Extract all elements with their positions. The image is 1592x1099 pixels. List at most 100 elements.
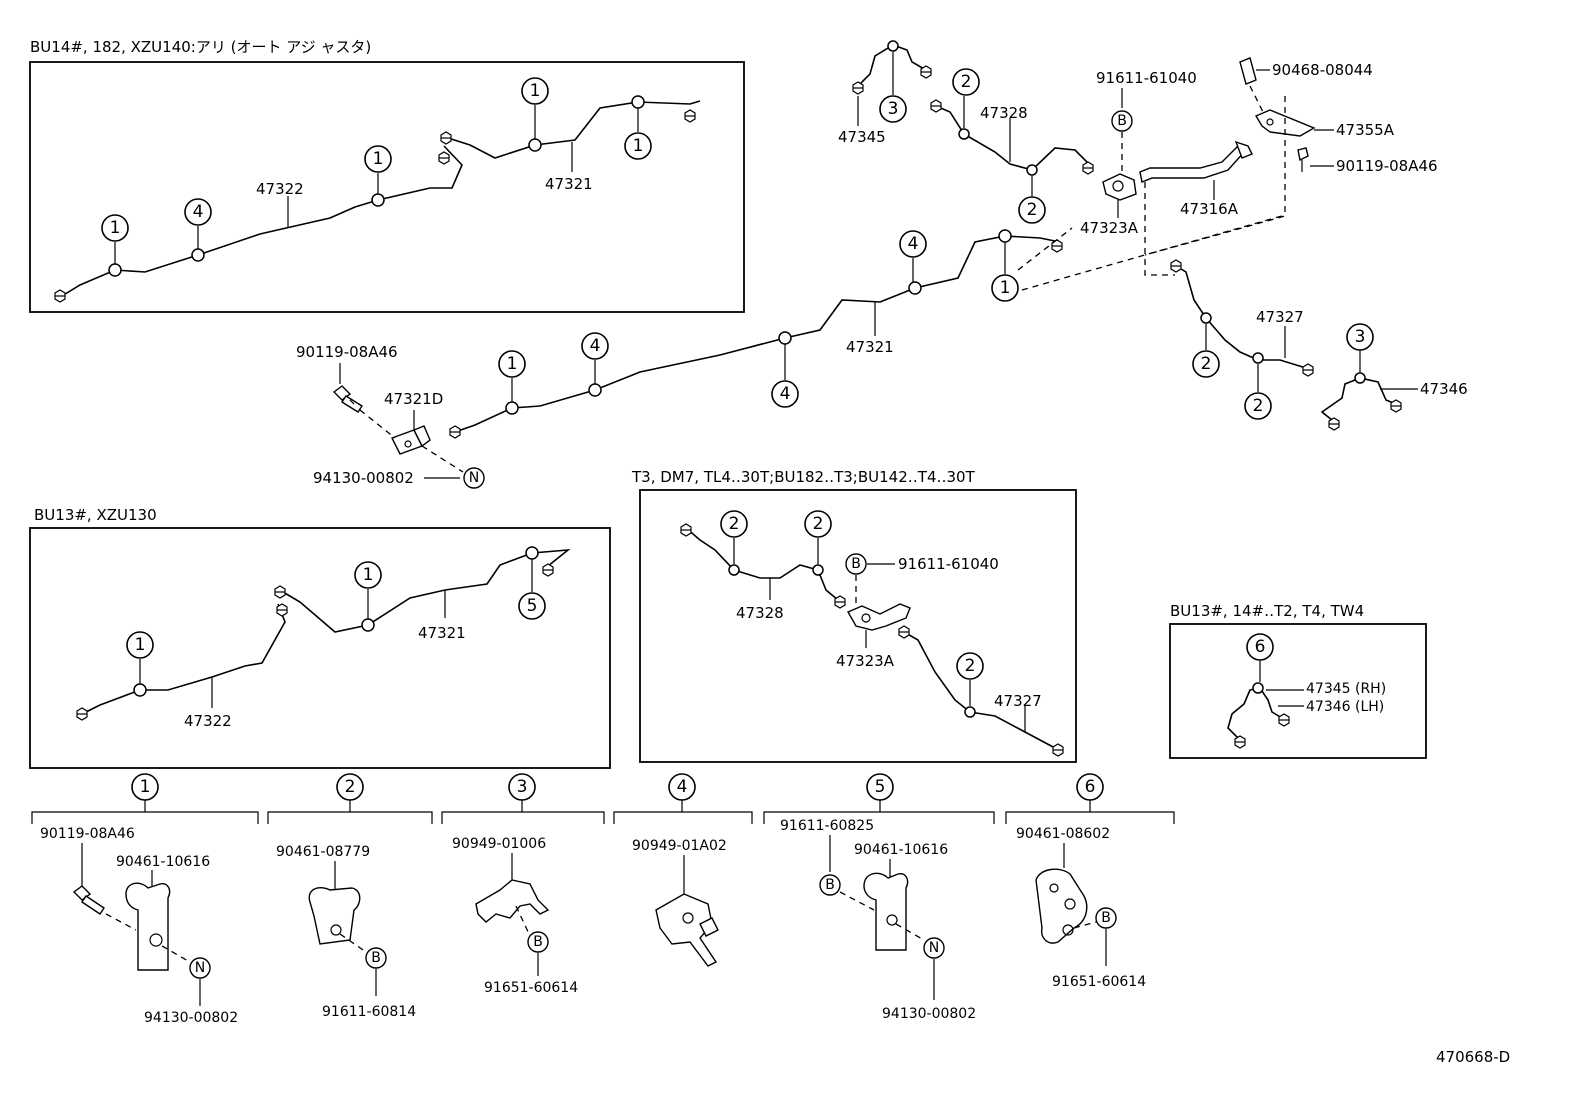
part-number-90949-01a02-detail: 90949-01A02	[632, 838, 727, 854]
clamp-node	[361, 618, 375, 632]
inset-label-bu14: BU14#, 182, XZU140:アリ (オート アジ ャスタ)	[30, 38, 371, 56]
clamp-node	[1252, 682, 1264, 694]
part-number-90119-08a46: 90119-08A46	[296, 343, 398, 361]
callout-2: 2	[729, 514, 740, 534]
brake-pipe-47327-t3	[903, 631, 1056, 749]
bolt-90119-08a46-top	[1297, 147, 1309, 172]
clamp-node	[528, 138, 542, 152]
clamp-node	[958, 128, 970, 140]
callout-1-detail: 1	[140, 777, 151, 797]
part-number-90461-08602-detail: 90461-08602	[1016, 826, 1110, 842]
part-number-91611-61040-t3: 91611-61040	[898, 555, 999, 573]
clamp-node	[1200, 312, 1212, 324]
part-number-94130-00802-detail1: 94130-00802	[144, 1010, 238, 1026]
callout-1: 1	[530, 81, 541, 101]
part-number-94130-00802-detail5: 94130-00802	[882, 1006, 976, 1022]
part-number-47323a-t3: 47323A	[836, 652, 895, 670]
bracket-47321d	[391, 425, 431, 455]
part-number-91611-60825-detail: 91611-60825	[780, 818, 874, 834]
part-number-94130-00802: 94130-00802	[313, 469, 414, 487]
part-number-91611-60814-detail: 91611-60814	[322, 1004, 416, 1020]
part-number-47328: 47328	[980, 104, 1028, 122]
clamp-node	[588, 383, 602, 397]
part-number-47322-bu13: 47322	[184, 712, 232, 730]
clamp-90461-10616-detail1	[125, 882, 171, 971]
callout-b-detail6: B	[1101, 910, 1111, 926]
part-number-47328-t3: 47328	[736, 604, 784, 622]
callout-2-detail: 2	[345, 777, 356, 797]
clamp-node	[778, 331, 792, 345]
callout-1: 1	[1000, 278, 1011, 298]
part-number-47345-rh: 47345 (RH)	[1306, 681, 1386, 697]
part-number-91611-61040: 91611-61040	[1096, 69, 1197, 87]
part-number-47346: 47346	[1420, 380, 1468, 398]
flex-hose-47345-47346	[1227, 687, 1283, 741]
brake-pipe-47328	[935, 105, 1091, 171]
clamp-node	[108, 263, 122, 277]
inset-label-t3: T3, DM7, TL4‥30T;BU182‥T3;BU142‥T4‥30T	[631, 468, 976, 486]
callout-4: 4	[193, 202, 204, 222]
bolt-90119-08a46	[332, 385, 363, 413]
callout-1: 1	[110, 218, 121, 238]
callout-b: B	[1117, 113, 1127, 129]
clamp-90461-08602-detail6	[1035, 868, 1088, 944]
part-number-90461-10616-detail1: 90461-10616	[116, 854, 210, 870]
part-number-90461-10616-detail5: 90461-10616	[854, 842, 948, 858]
part-number-47321d: 47321D	[384, 390, 443, 408]
part-number-47346-lh: 47346 (LH)	[1306, 699, 1384, 715]
inset-label-bu13-14: BU13#, 14#‥T2, T4, TW4	[1170, 602, 1364, 620]
clamp-node	[908, 281, 922, 295]
callout-b-detail3: B	[533, 934, 543, 950]
part-number-47321-main: 47321	[846, 338, 894, 356]
callout-3: 3	[1355, 327, 1366, 347]
inset-box-bu14	[29, 61, 745, 313]
callout-b-t3: B	[851, 556, 861, 572]
callout-2: 2	[965, 656, 976, 676]
part-number-47316a: 47316A	[1180, 200, 1239, 218]
callout-4: 4	[780, 384, 791, 404]
clamp-node	[631, 95, 645, 109]
callout-b-detail2: B	[371, 950, 381, 966]
flex-hose-47316a	[1139, 143, 1247, 183]
flex-hose-47346	[1320, 377, 1397, 421]
callout-4-detail: 4	[677, 777, 688, 797]
clamp-node	[1252, 352, 1264, 364]
clamp-node	[998, 229, 1012, 243]
part-number-90119-08a46-detail: 90119-08A46	[40, 826, 135, 842]
part-number-90949-01006-detail: 90949-01006	[452, 836, 546, 852]
part-number-47323a: 47323A	[1080, 219, 1139, 237]
clamp-node	[1354, 372, 1366, 384]
clamp-node	[812, 564, 824, 576]
callout-3: 3	[888, 99, 899, 119]
clamp-node	[887, 40, 899, 52]
part-number-47321-bu13: 47321	[418, 624, 466, 642]
part-number-47327: 47327	[1256, 308, 1304, 326]
union-47323a	[1102, 173, 1137, 201]
callout-1: 1	[633, 136, 644, 156]
callout-2: 2	[813, 514, 824, 534]
clamp-node	[525, 546, 539, 560]
clamp-node	[1026, 164, 1038, 176]
clamp-90949-01a02-detail4	[655, 893, 719, 967]
callout-6: 6	[1255, 637, 1266, 657]
part-number-90119-08a46-top: 90119-08A46	[1336, 157, 1438, 175]
brake-pipe-47327	[1175, 265, 1307, 369]
brake-pipe-47321-inset	[447, 100, 701, 159]
callout-6-detail: 6	[1085, 777, 1096, 797]
callout-1: 1	[135, 635, 146, 655]
part-number-91651-60614-detail6: 91651-60614	[1052, 974, 1146, 990]
callout-n: N	[469, 470, 479, 486]
callout-2: 2	[1201, 354, 1212, 374]
inset-box-t3	[639, 489, 1077, 763]
part-number-47322: 47322	[256, 180, 304, 198]
union-47323a-t3	[847, 603, 911, 631]
callout-n-detail5: N	[929, 940, 939, 956]
part-number-91651-60614-detail3: 91651-60614	[484, 980, 578, 996]
part-number-90468-08044: 90468-08044	[1272, 61, 1373, 79]
clamp-node	[191, 248, 205, 262]
callout-3-detail: 3	[517, 777, 528, 797]
callout-2: 2	[1027, 200, 1038, 220]
brake-pipe-47322-bu13	[81, 603, 286, 715]
callout-5-detail: 5	[875, 777, 886, 797]
